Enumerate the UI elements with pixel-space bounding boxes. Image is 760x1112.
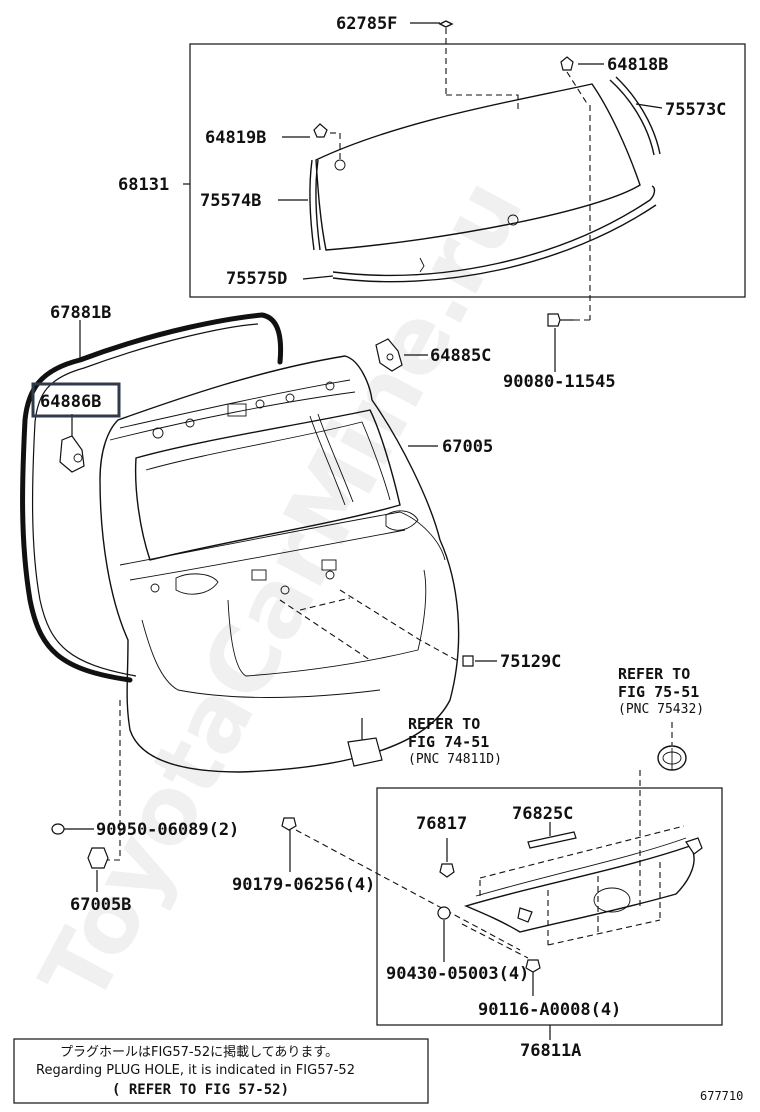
note-line1: プラグホールはFIG57-52に掲載してあります。	[60, 1044, 338, 1060]
label-67005B: 67005B	[70, 895, 131, 915]
label-90080-11545: 90080-11545	[503, 372, 616, 392]
plug-75129C	[462, 655, 474, 667]
label-76817: 76817	[416, 814, 467, 834]
label-67005: 67005	[442, 437, 493, 457]
molding-75575D	[332, 185, 656, 277]
door-window-opening	[134, 409, 401, 561]
molding-75574B	[309, 159, 315, 251]
bolt-90080-11545-shape	[547, 313, 561, 327]
strip-76825C	[527, 831, 577, 849]
label-76811A: 76811A	[520, 1041, 581, 1061]
highlight-box-64886B	[31, 382, 121, 418]
back-door-panel-67005	[99, 355, 460, 773]
glass-group-box	[189, 43, 746, 298]
clip-62785F-shape	[438, 20, 454, 28]
diagram-code: 677710	[700, 1089, 743, 1103]
garnish-76811A	[463, 845, 695, 933]
note-box	[13, 1038, 429, 1104]
label-68131: 68131	[118, 175, 169, 195]
clip-90179-06256-shape	[281, 817, 297, 831]
label-90116-A0008: 90116-A0008(4)	[478, 1000, 621, 1020]
note-line2: Regarding PLUG HOLE, it is indicated in …	[36, 1063, 355, 1078]
ref1-line3: (PNC 74811D)	[408, 752, 502, 767]
clip-76817-shape	[439, 863, 455, 878]
label-75129C: 75129C	[500, 652, 561, 672]
note-line3: ( REFER TO FIG 57-52)	[112, 1082, 289, 1098]
nut-90430-05003-shape	[437, 906, 451, 920]
stud-90116-A0008-shape	[525, 959, 541, 973]
plug-90950-06089-shape	[51, 823, 65, 835]
label-64819B: 64819B	[205, 128, 266, 148]
label-90430-05003: 90430-05003(4)	[386, 964, 529, 984]
label-75575D: 75575D	[226, 269, 287, 289]
label-64886B: 64886B	[40, 392, 101, 412]
label-67881B: 67881B	[50, 303, 111, 323]
molding-75573C	[609, 79, 655, 156]
stopper-67005B-shape	[87, 847, 109, 869]
weatherstrip-67881B	[20, 312, 284, 683]
hinge-64885C	[375, 338, 403, 372]
ref1-line1: REFER TO	[408, 715, 480, 733]
ref2-line1: REFER TO	[618, 665, 690, 683]
ref2-line2: FIG 75-51	[618, 683, 699, 701]
ref1-line2: FIG 74-51	[408, 733, 489, 751]
label-64885C: 64885C	[430, 346, 491, 366]
ref2-line3: (PNC 75432)	[618, 702, 704, 717]
label-90950-06089: 90950-06089(2)	[96, 820, 239, 840]
back-glass-68131	[315, 83, 641, 251]
label-90179-06256: 90179-06256(4)	[232, 875, 375, 895]
light-assembly-shape	[347, 737, 383, 767]
label-75574B: 75574B	[200, 191, 261, 211]
hinge-64886B	[59, 435, 85, 473]
label-62785F: 62785F	[336, 14, 397, 34]
label-64818B: 64818B	[607, 55, 668, 75]
label-76825C: 76825C	[512, 804, 573, 824]
label-75573C: 75573C	[665, 100, 726, 120]
